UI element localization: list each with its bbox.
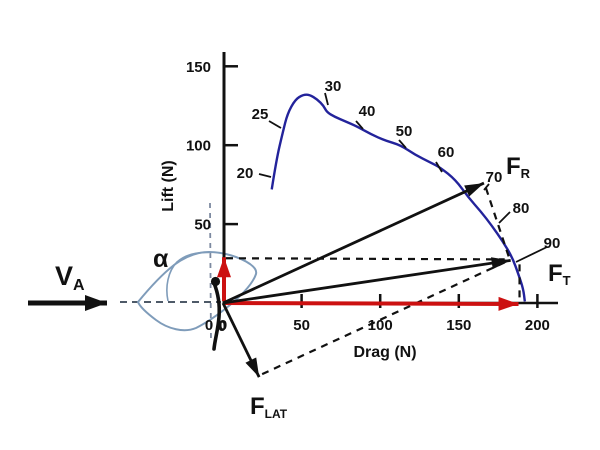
angle-label-50: 50 <box>396 123 413 140</box>
va-main: V <box>55 261 73 291</box>
total-force-label: FT <box>548 260 571 288</box>
vector-FT <box>222 257 511 305</box>
resultant-force-label: FR <box>506 153 531 181</box>
angle-label-70: 70 <box>486 169 503 186</box>
vector-FR <box>222 181 485 305</box>
force-vectors <box>217 181 519 378</box>
angle-label-60: 60 <box>438 144 455 161</box>
vector-drag-component <box>222 296 519 311</box>
sail-chord-curve <box>166 251 210 302</box>
x-tick-label-100: 100 <box>368 317 393 334</box>
va-sub: A <box>73 277 85 294</box>
vector-FLAT <box>221 302 261 378</box>
lateral-force-label: FLAT <box>250 393 288 421</box>
angle-label-90: 90 <box>544 235 561 252</box>
angle-tick-25 <box>268 120 282 129</box>
angle-tick-60 <box>435 161 443 173</box>
origin-zero-left: 0 <box>205 317 213 334</box>
flat-main: F <box>250 393 265 420</box>
angle-label-80: 80 <box>513 200 530 217</box>
polar-curve-layer <box>270 93 527 302</box>
sail-profile-curve <box>212 281 222 351</box>
x-tick-label-50: 50 <box>293 317 310 334</box>
angle-tick-40 <box>355 120 364 130</box>
y-tick-label-50: 50 <box>194 217 211 234</box>
angle-tick-50 <box>398 139 407 149</box>
dashed-lift-to-ft <box>225 257 505 261</box>
dashed-flat-to-ft <box>261 261 506 376</box>
angle-tick-30 <box>324 92 329 106</box>
angle-label-25: 25 <box>252 106 269 123</box>
x-tick-label-0: 0 <box>219 317 227 334</box>
mast-dot <box>210 276 221 287</box>
y-tick-label-100: 100 <box>186 138 211 155</box>
fr-main: F <box>506 153 521 180</box>
construction-dashes <box>225 187 521 376</box>
mast-vertical-guide-dashed-line <box>209 202 212 344</box>
angle-tick-90 <box>515 246 548 263</box>
x-tick-label-150: 150 <box>446 317 471 334</box>
angle-label-40: 40 <box>359 103 376 120</box>
ft-sub: T <box>563 273 571 288</box>
angle-label-20: 20 <box>237 165 254 182</box>
hull-outline <box>136 250 258 332</box>
angle-label-30: 30 <box>325 78 342 95</box>
origin-zero-right: 0 <box>218 318 226 335</box>
y-tick-label-150: 150 <box>186 59 211 76</box>
flat-sub: LAT <box>265 407 288 421</box>
apparent-wind-label: VA <box>55 261 85 294</box>
y-axis-title: Lift (N) <box>160 160 177 212</box>
angle-of-attack-alpha-label: α <box>153 245 169 273</box>
lift-drag-polar-curve <box>270 93 527 302</box>
angle-tick-70 <box>483 183 490 191</box>
angle-of-attack-labels: 20 25 30 40 50 60 70 80 90 <box>237 78 561 263</box>
x-tick-label-200: 200 <box>525 317 550 334</box>
ft-main: F <box>548 260 563 287</box>
x-axis-title: Drag (N) <box>353 344 416 361</box>
angle-tick-80 <box>498 211 511 224</box>
fr-sub: R <box>521 166 531 181</box>
angle-tick-20 <box>258 173 272 178</box>
